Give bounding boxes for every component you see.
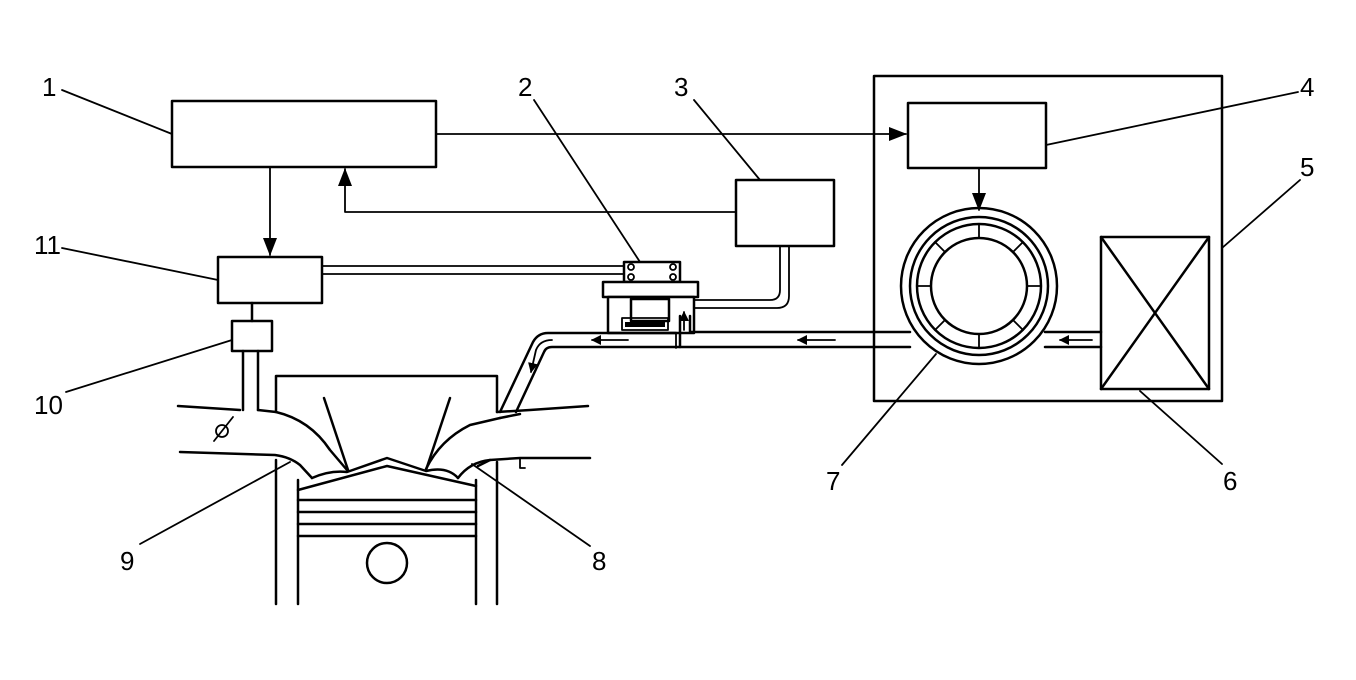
callout-11: 11	[34, 230, 61, 260]
box-4	[906, 101, 1048, 170]
box-3	[734, 178, 836, 248]
leader-lines	[61, 89, 1301, 547]
callout-6: 6	[1223, 466, 1237, 496]
callout-9: 9	[120, 546, 134, 576]
callout-10: 10	[34, 390, 63, 420]
filter-6	[1099, 235, 1211, 391]
callout-1: 1	[42, 72, 56, 102]
engine-head	[176, 374, 592, 606]
callout-8: 8	[592, 546, 606, 576]
callout-5: 5	[1300, 152, 1314, 182]
air-pipe	[498, 314, 1103, 414]
callout-4: 4	[1300, 72, 1314, 102]
callout-labels: 1 2 3 4 5 6 7 8 9 10 11	[34, 72, 1314, 576]
flow-arrows	[528, 311, 1093, 373]
box-11	[216, 255, 324, 305]
callout-2: 2	[518, 72, 532, 102]
box-10	[230, 319, 274, 353]
signal-lines	[263, 127, 986, 256]
enclosure-5	[872, 74, 1224, 403]
box-1	[170, 99, 438, 169]
hose-11-to-2	[321, 265, 625, 275]
pipe-10	[241, 301, 260, 412]
callout-7: 7	[826, 466, 840, 496]
pump-wheel-7	[899, 206, 1059, 366]
callout-3: 3	[674, 72, 688, 102]
hose-3-to-2	[691, 245, 790, 309]
